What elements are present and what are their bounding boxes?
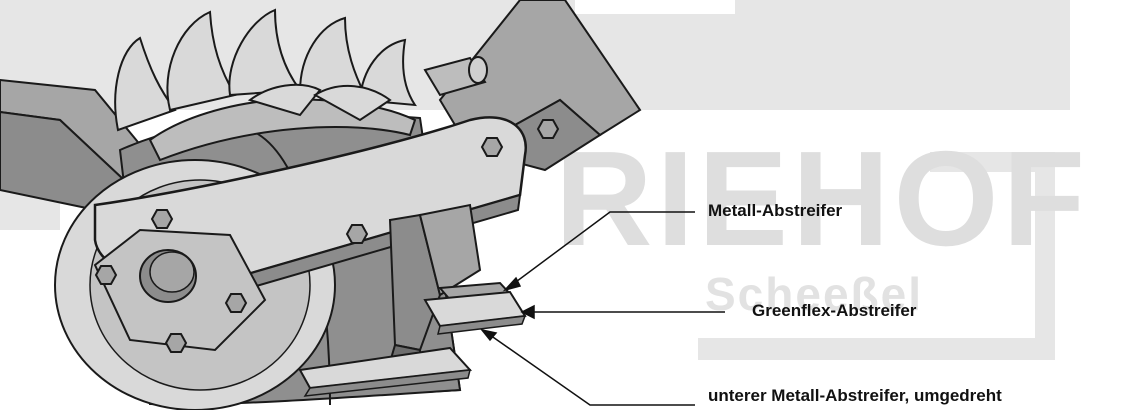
- arrowhead-icon: [480, 328, 498, 342]
- label-metal-scraper: Metall-Abstreifer: [708, 201, 843, 220]
- watermark-frame: [698, 152, 1055, 360]
- bolt-icon: [164, 333, 188, 353]
- label-greenflex-scraper: Greenflex-Abstreifer: [752, 301, 917, 320]
- finger-rotor: [114, 8, 417, 162]
- watermark-location-text: Scheeßel: [705, 268, 923, 320]
- greenflex-scraper-edge: [437, 315, 527, 335]
- scraper-bracket: [388, 203, 482, 367]
- callout-leaders: [480, 211, 725, 406]
- arrowhead-icon: [502, 276, 522, 292]
- bolt-icon: [94, 265, 118, 285]
- axle-hub-face: [149, 251, 195, 293]
- label-lower-metal-scraper: unterer Metall-Abstreifer, umgedreht: [708, 386, 1002, 405]
- leader-lower-metal-scraper: [489, 334, 695, 406]
- leader-metal-scraper: [504, 211, 695, 291]
- bolts: [94, 119, 560, 353]
- bolt-icon: [224, 293, 248, 313]
- bolt-icon: [480, 137, 504, 157]
- lower-metal-scraper-edge: [303, 369, 471, 397]
- arrowhead-icon: [520, 304, 535, 320]
- beam-cylinder-end: [468, 56, 488, 84]
- bolt-icon: [345, 224, 369, 244]
- bolt-icon: [536, 119, 560, 139]
- watermark-top-white-gap: [575, 0, 735, 14]
- watermark-brand-text: RIEHOF: [555, 123, 1089, 274]
- bolt-icon: [150, 209, 174, 229]
